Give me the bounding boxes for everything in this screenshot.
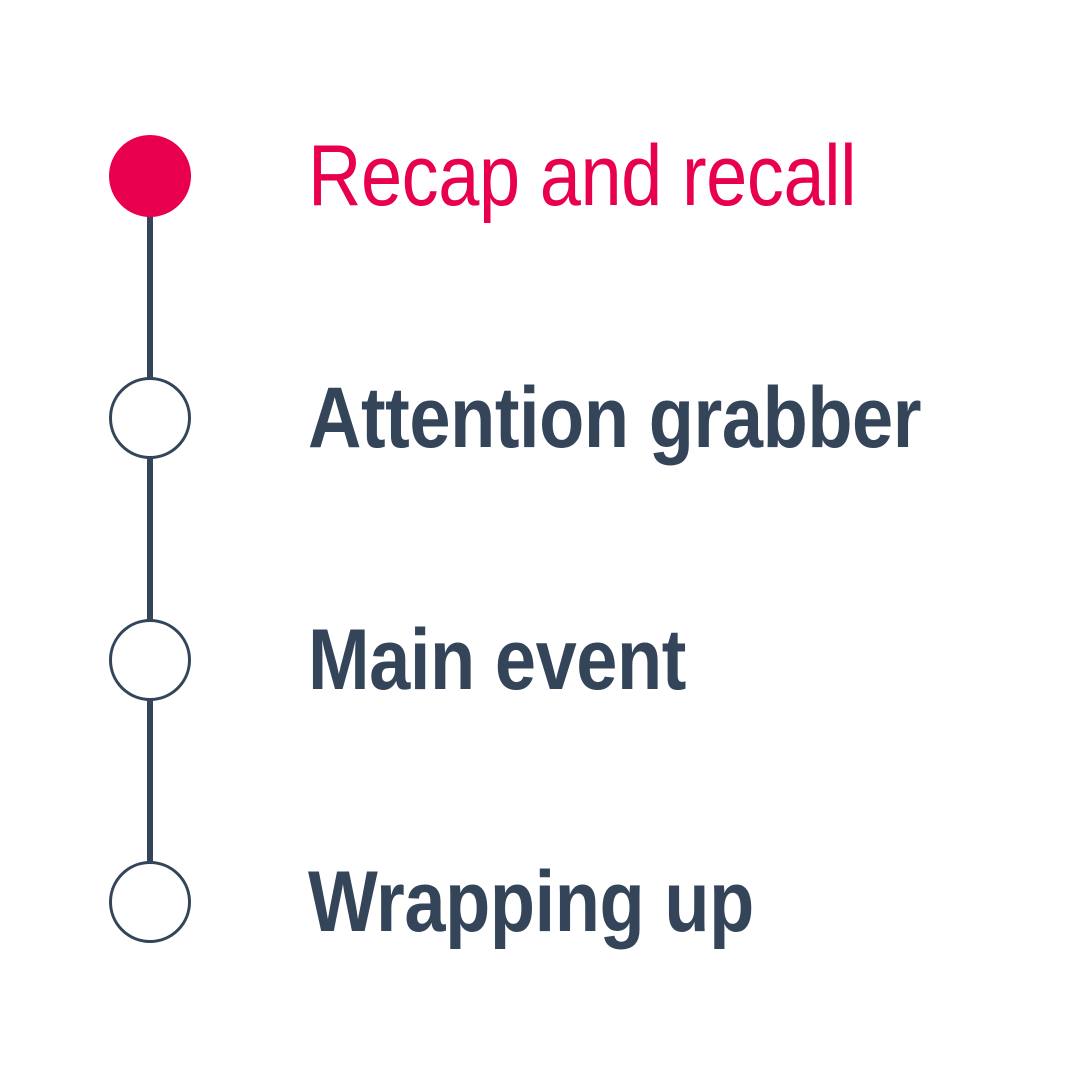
step-1-label[interactable]: Recap and recall <box>308 128 857 224</box>
step-2-label[interactable]: Attention grabber <box>308 370 922 466</box>
connector-line <box>147 176 153 902</box>
step-3-label[interactable]: Main event <box>308 612 686 708</box>
step-4-label[interactable]: Wrapping up <box>308 854 754 950</box>
step-4-marker[interactable] <box>109 861 191 943</box>
step-2-marker[interactable] <box>109 377 191 459</box>
step-3-marker[interactable] <box>109 619 191 701</box>
step-1-marker-filled[interactable] <box>109 135 191 217</box>
